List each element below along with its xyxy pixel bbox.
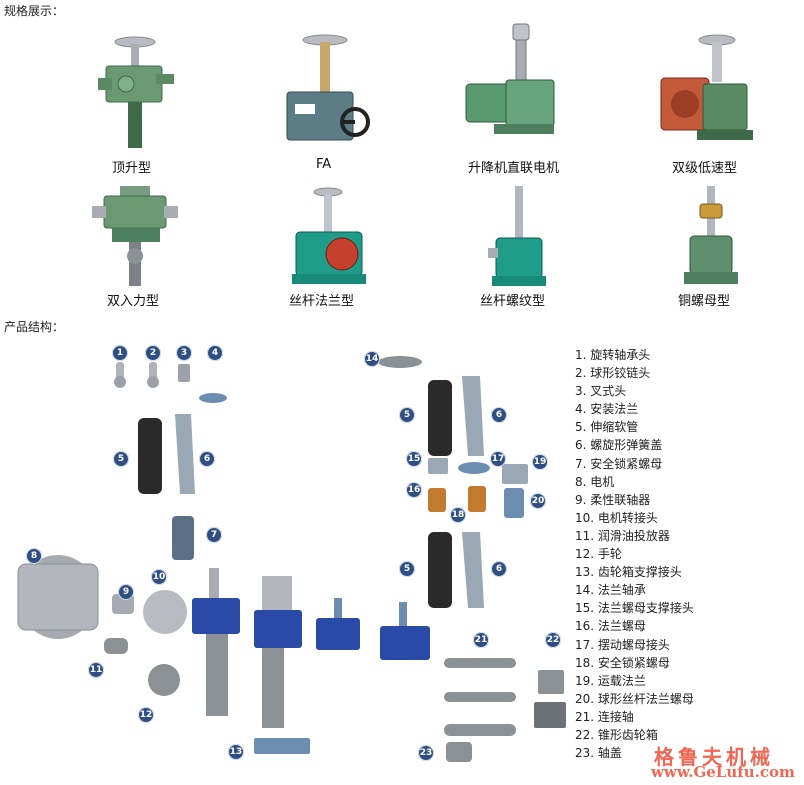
double-stage-type-image bbox=[660, 34, 753, 140]
brand-watermark: 格鲁夫机械 bbox=[654, 745, 774, 769]
part-number-badge: 3 bbox=[176, 345, 192, 361]
part-number-badge: 15 bbox=[406, 451, 422, 467]
screw-flange-type-image bbox=[292, 187, 366, 284]
legend-item: 17. 摆动螺母接头 bbox=[575, 637, 670, 652]
part-number-badge: 6 bbox=[491, 561, 507, 577]
part-number-badge: 19 bbox=[532, 454, 548, 470]
legend-item: 22. 锥形齿轮箱 bbox=[575, 727, 658, 742]
legend-item: 7. 安全锁紧螺母 bbox=[575, 456, 663, 471]
legend-item: 5. 伸缩软管 bbox=[575, 420, 639, 435]
part-number-badge: 23 bbox=[418, 745, 434, 761]
part-number-badge: 22 bbox=[545, 632, 561, 648]
legend-item: 13. 齿轮箱支撑接头 bbox=[575, 565, 682, 580]
dual-input-type-image bbox=[92, 186, 178, 286]
part-number-badge: 4 bbox=[207, 345, 223, 361]
part-number-badge: 18 bbox=[450, 507, 466, 523]
part-number-badge: 20 bbox=[530, 493, 546, 509]
legend-item: 4. 安装法兰 bbox=[575, 402, 639, 417]
part-number-badge: 12 bbox=[138, 707, 154, 723]
part-number-badge: 5 bbox=[399, 407, 415, 423]
model-caption: 铜螺母型 bbox=[678, 294, 731, 309]
part-number-badge: 5 bbox=[399, 561, 415, 577]
legend-item: 6. 螺旋形弹簧盖 bbox=[575, 438, 663, 453]
legend-item: 15. 法兰螺母支撑接头 bbox=[575, 601, 694, 616]
legend-item: 12. 手轮 bbox=[575, 547, 622, 562]
exploded-structure-diagram bbox=[17, 356, 566, 762]
part-number-badge: 8 bbox=[26, 548, 42, 564]
part-number-badge: 10 bbox=[151, 569, 167, 585]
legend-item: 20. 球形丝杆法兰螺母 bbox=[575, 691, 694, 706]
specs-section-title: 规格展示： bbox=[4, 4, 65, 18]
part-number-badge: 9 bbox=[118, 584, 134, 600]
part-number-badge: 17 bbox=[490, 451, 506, 467]
legend-item: 16. 法兰螺母 bbox=[575, 619, 646, 634]
part-number-badge: 6 bbox=[199, 451, 215, 467]
model-caption: 丝杆螺纹型 bbox=[480, 294, 546, 309]
jack-lift-type-image bbox=[98, 36, 174, 148]
part-number-badge: 16 bbox=[406, 482, 422, 498]
model-caption: 双级低速型 bbox=[672, 161, 738, 176]
model-caption: 顶升型 bbox=[112, 161, 152, 176]
legend-item: 10. 电机转接头 bbox=[575, 510, 658, 525]
legend-item: 2. 球形铰链头 bbox=[575, 366, 651, 381]
fa-type-image bbox=[286, 34, 370, 141]
model-caption: 双入力型 bbox=[107, 294, 160, 309]
legend-item: 23. 轴盖 bbox=[575, 746, 622, 761]
screw-thread-type-image bbox=[488, 186, 546, 286]
parts-legend: 1. 旋转轴承头 2. 球形铰链头 3. 叉式头 4. 安装法兰 5. 伸缩软管… bbox=[575, 346, 795, 762]
part-number-badge: 5 bbox=[113, 451, 129, 467]
legend-item: 8. 电机 bbox=[575, 474, 615, 489]
direct-motor-type-image bbox=[465, 23, 555, 134]
legend-item: 18. 安全锁紧螺母 bbox=[575, 655, 670, 670]
legend-item: 3. 叉式头 bbox=[575, 384, 627, 399]
part-number-badge: 14 bbox=[364, 351, 380, 367]
part-number-badge: 7 bbox=[206, 527, 222, 543]
structure-section-title: 产品结构： bbox=[4, 320, 65, 334]
legend-item: 14. 法兰轴承 bbox=[575, 583, 646, 598]
legend-item: 1. 旋转轴承头 bbox=[575, 348, 651, 362]
part-number-badge: 2 bbox=[145, 345, 161, 361]
part-number-badge: 13 bbox=[228, 744, 244, 760]
model-caption: FA bbox=[316, 157, 332, 172]
part-number-badge: 11 bbox=[88, 662, 104, 678]
legend-item: 21. 连接轴 bbox=[575, 709, 634, 724]
part-number-badge: 1 bbox=[112, 345, 128, 361]
part-number-badge: 6 bbox=[491, 407, 507, 423]
model-caption: 升降机直联电机 bbox=[468, 161, 560, 176]
legend-item: 9. 柔性联轴器 bbox=[575, 492, 651, 507]
brand-url-watermark: www.GeLufu.com bbox=[651, 763, 795, 781]
legend-item: 11. 润滑油投放器 bbox=[575, 528, 670, 543]
part-number-badge: 21 bbox=[473, 632, 489, 648]
model-caption: 丝杆法兰型 bbox=[289, 294, 355, 309]
legend-item: 19. 运载法兰 bbox=[575, 673, 646, 688]
copper-nut-type-image bbox=[684, 186, 738, 284]
